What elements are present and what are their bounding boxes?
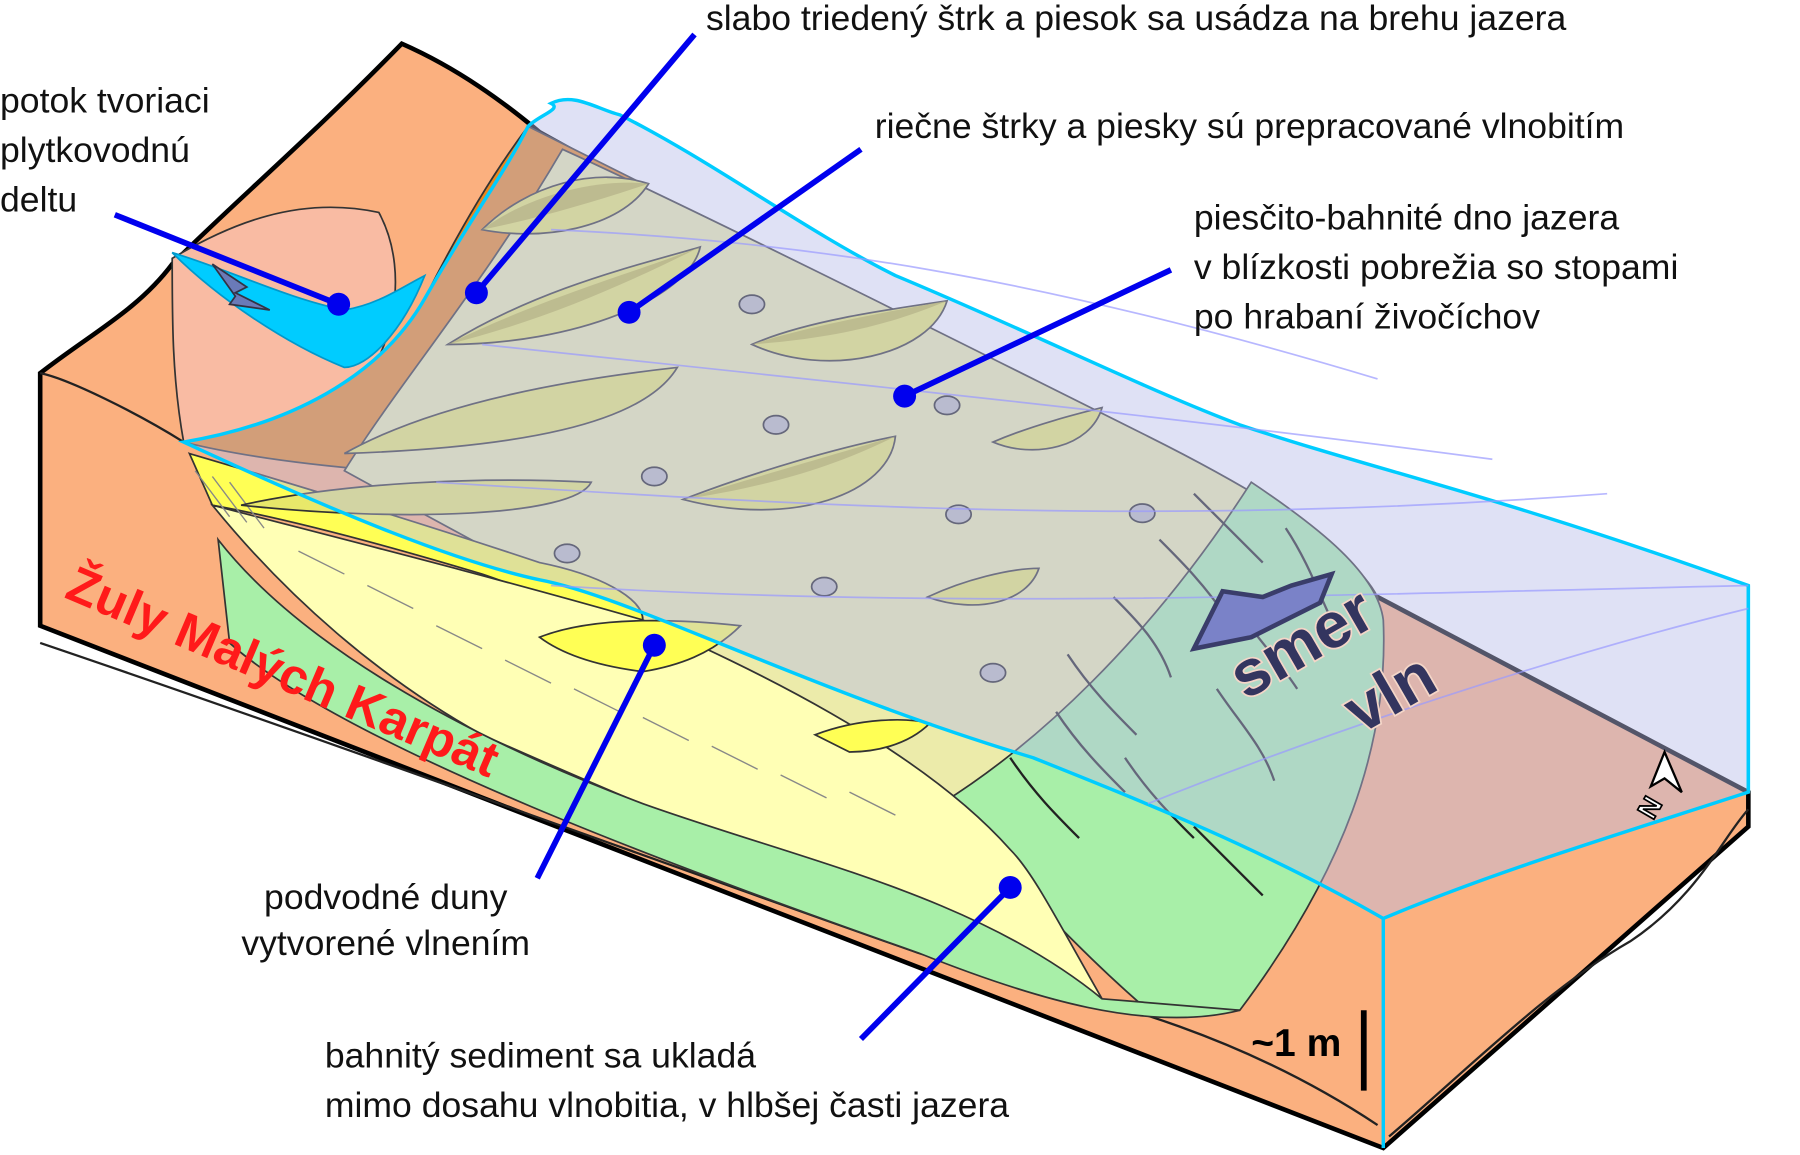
dunes-label-1: podvodné duny [264,877,508,917]
delta-label-3: deltu [0,179,77,219]
mud-label-1: bahnitý sediment sa ukladá [325,1036,756,1076]
delta-label-2: plytkovodnú [0,130,190,170]
bedrock-front-edge [39,372,185,444]
stream-arrow-icon [211,263,271,311]
wave-lines [436,228,1749,805]
water-edge-vertical [1381,585,1751,1149]
pointer-lines [113,32,1173,1041]
north-arrow-icon [1648,748,1683,794]
wave-direction-arrow-icon [1189,570,1336,652]
lake-floor-label-1: piesčito-bahnité dno jazera [1194,198,1619,238]
profile-dune [537,619,743,673]
shore-gravel-label: slabo triedený štrk a piesok sa usádza n… [706,0,1567,38]
dune-shadows [447,182,948,500]
river-gravel-label: riečne štrky a piesky sú prepracované vl… [875,106,1624,146]
lake-floor-label-2: v blízkosti pobrežia so stopami [1194,247,1678,287]
lake-floor-label-3: po hrabaní živočíchov [1194,296,1540,336]
mud-label-2: mimo dosahu vlnobitia, v hlbšej časti ja… [325,1085,1009,1125]
scale-label: ~1 m [1251,1022,1341,1065]
dunes-label-2: vytvorené vlnením [241,923,530,963]
shell-icons [553,294,1156,683]
delta-label-1: potok tvoriaci [0,81,210,121]
